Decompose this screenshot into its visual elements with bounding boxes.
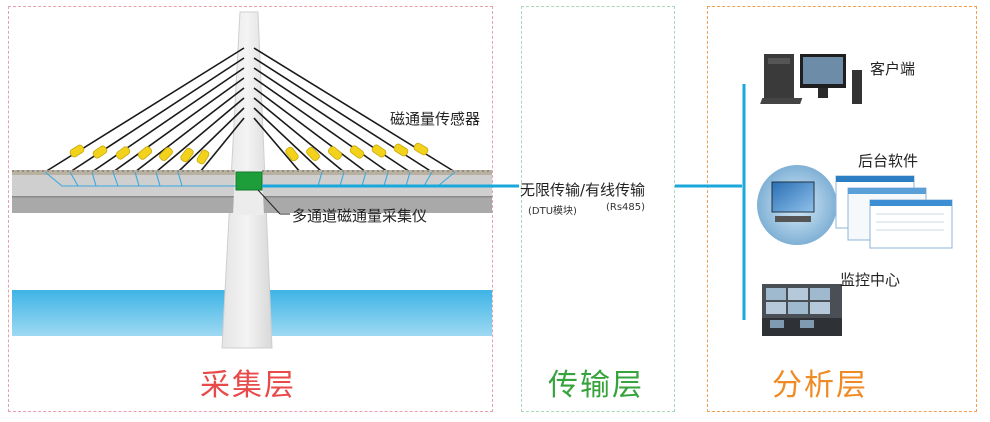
collector-label: 多通道磁通量采集仪: [292, 207, 428, 225]
analysis-layer-title: 分析层: [772, 368, 868, 403]
transmission-layer-panel: [521, 6, 675, 412]
flux-sensors: [69, 142, 429, 165]
transmission-layer-title: 传输层: [548, 368, 644, 403]
software-screens-icon: [757, 165, 953, 249]
control-room-icon: [762, 284, 842, 336]
sensor-wiring: [44, 171, 456, 187]
collection-layer-panel: [8, 6, 493, 412]
backend-label: 后台软件: [858, 152, 919, 170]
transmission-label: 无限传输/有线传输: [520, 181, 646, 199]
client-label: 客户端: [870, 60, 916, 78]
rs485-label: (Rs485): [606, 202, 646, 213]
collection-layer-title: 采集层: [200, 368, 296, 403]
sensor-label: 磁通量传感器: [390, 110, 481, 128]
collector-box: [235, 171, 263, 191]
monitor-label: 监控中心: [840, 271, 901, 289]
desktop-computer-icon: [760, 54, 862, 104]
analysis-layer-panel: [707, 6, 977, 412]
dtu-label: (DTU模块): [528, 206, 577, 217]
